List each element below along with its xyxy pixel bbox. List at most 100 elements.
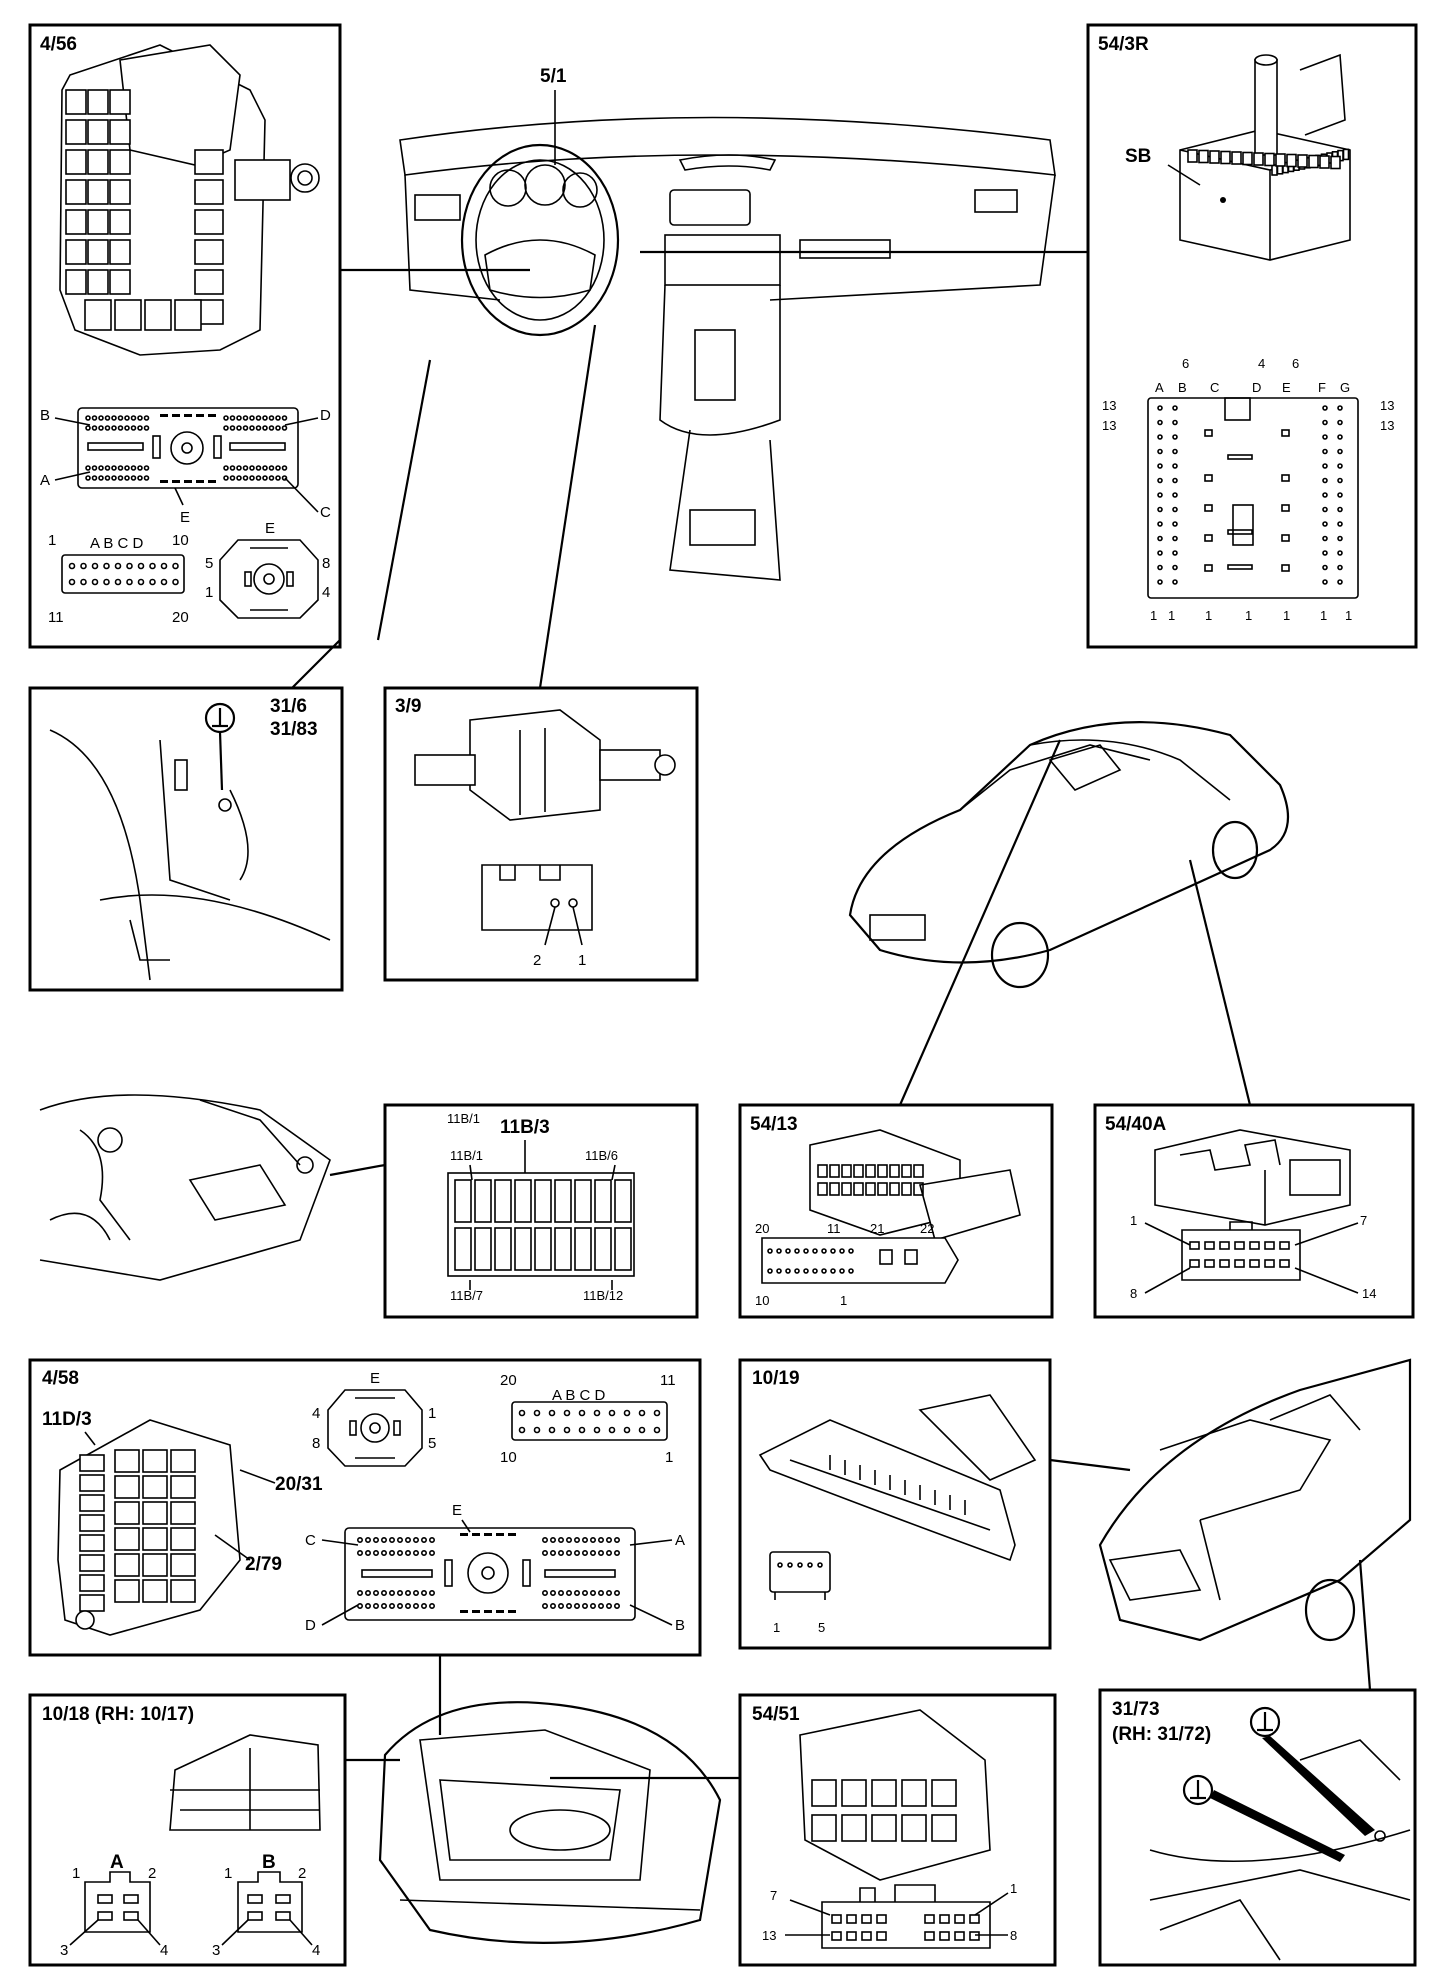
pin (281, 425, 288, 431)
pin (236, 465, 242, 471)
fuse-cell (109, 239, 131, 265)
pin (420, 1590, 427, 1597)
svg-text:11: 11 (48, 609, 64, 626)
fuse-cell (79, 1474, 105, 1492)
pin (104, 425, 111, 431)
pin (404, 1590, 411, 1597)
cell (841, 1182, 852, 1196)
pin (236, 475, 242, 481)
pin (605, 1590, 612, 1597)
pin (1172, 564, 1178, 571)
pin (229, 475, 236, 481)
pin (268, 465, 275, 471)
pin (1322, 463, 1328, 469)
svg-text:1: 1 (72, 1865, 80, 1882)
pin (541, 1590, 548, 1597)
pin (85, 415, 91, 421)
pin (549, 1550, 556, 1557)
pin (124, 465, 130, 471)
svg-text:4: 4 (1258, 356, 1265, 371)
fuse-cell (87, 179, 109, 205)
pin (172, 562, 179, 570)
pin (356, 1590, 363, 1597)
pin (1219, 1241, 1230, 1250)
connector-54-40a-face: 1 7 8 14 (1130, 1213, 1376, 1301)
svg-text:6: 6 (1182, 356, 1189, 371)
cell (889, 1164, 900, 1178)
pin (372, 1550, 379, 1557)
svg-text:2: 2 (298, 1865, 306, 1882)
cell (901, 1814, 927, 1842)
pin (969, 1931, 980, 1941)
pin (776, 1268, 782, 1274)
svg-text:B: B (40, 407, 50, 424)
pin (1172, 463, 1178, 469)
pin (1157, 535, 1163, 542)
pin (388, 1537, 395, 1544)
pin-number: 1 (1245, 608, 1252, 623)
pin (557, 1550, 564, 1557)
pin (1227, 454, 1253, 460)
connector-54-51-face: 7 1 13 8 (762, 1881, 1017, 1949)
pin (1281, 429, 1290, 437)
svg-text:13: 13 (1380, 398, 1394, 413)
relay-cell (170, 1553, 196, 1577)
panel-31-6: 31/6 31/83 (28, 686, 344, 992)
pin (275, 425, 281, 431)
svg-text:3: 3 (212, 1942, 220, 1959)
fuse (594, 1179, 612, 1223)
pin (876, 1931, 887, 1941)
pin (388, 1603, 395, 1610)
pin (262, 475, 268, 481)
connector-54-51-body (799, 1709, 991, 1881)
pin (821, 1268, 827, 1274)
pin (1189, 1259, 1200, 1268)
pin (846, 1914, 857, 1924)
pin (160, 480, 168, 483)
pin (1234, 1259, 1245, 1268)
cell (889, 1182, 900, 1196)
svg-text:13: 13 (1102, 398, 1116, 413)
pin (1172, 550, 1178, 556)
fuse-cell (79, 1494, 105, 1512)
fuse-cell (109, 149, 131, 175)
fuse-cell (109, 179, 131, 205)
pin (126, 562, 133, 570)
pin (412, 1590, 419, 1597)
pin (1227, 529, 1253, 535)
fuse (514, 1227, 532, 1271)
pin (578, 1409, 586, 1417)
fuse-cell (109, 209, 131, 235)
large-connector-456: B D A C E (40, 407, 331, 526)
relay-cell (114, 1527, 140, 1551)
pin (597, 1590, 604, 1597)
relay-cell (114, 1475, 140, 1499)
pin (589, 1537, 596, 1544)
pin (1322, 579, 1328, 585)
fuse-cell (79, 1574, 105, 1592)
pin (1157, 521, 1163, 527)
pin (380, 1550, 387, 1557)
pin (484, 1533, 492, 1536)
pin (275, 415, 281, 421)
pin (573, 1537, 580, 1544)
panel-4-56: 4/56 B D A C E A B (28, 23, 342, 649)
relay-cell (84, 299, 112, 331)
pin (275, 465, 281, 471)
cell (931, 1779, 957, 1807)
pin (1204, 429, 1213, 437)
fuse (514, 1179, 532, 1223)
svg-text:31/6: 31/6 (270, 696, 307, 717)
pin (613, 1590, 620, 1597)
pin (1204, 1259, 1215, 1268)
pin (130, 465, 137, 471)
panel-11b-3: 11B/3 11B/1 11B/1 11B/6 11B/7 11B/12 (383, 1103, 699, 1319)
cell (1242, 151, 1253, 166)
pin (593, 1409, 601, 1417)
pin (1337, 448, 1343, 455)
pin (396, 1590, 403, 1597)
svg-text:4/58: 4/58 (42, 1368, 79, 1389)
svg-text:4: 4 (160, 1942, 168, 1959)
relay-cell (142, 1475, 168, 1499)
cell (1308, 154, 1319, 169)
